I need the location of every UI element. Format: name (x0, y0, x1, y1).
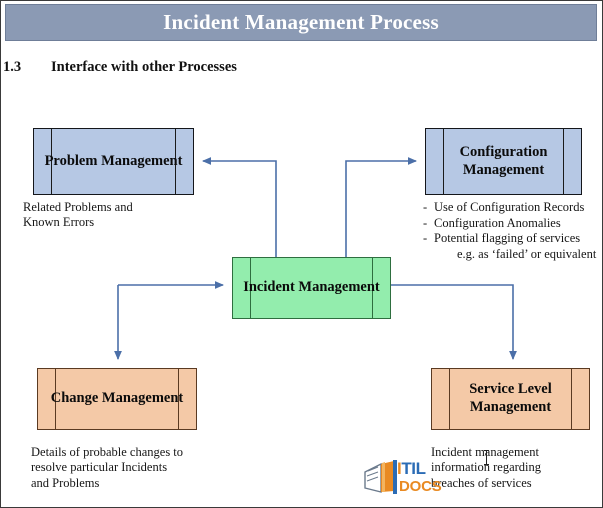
predefined-process-right-bar (175, 129, 176, 194)
process-box-incident-management[interactable]: Incident Management (232, 257, 391, 319)
caption-service-level-management: Incident management information regardin… (431, 445, 542, 490)
caption-problem-management: Related Problems and Known Errors (23, 200, 133, 230)
process-box-change-management[interactable]: Change Management (37, 368, 197, 430)
arrow-incident-to-configuration (345, 157, 417, 257)
bullet-text: Potential flagging of services (434, 231, 581, 246)
open-book-icon (364, 460, 397, 494)
process-box-configuration-management[interactable]: Configuration Management (425, 128, 582, 195)
section-number: 1.3 (3, 59, 22, 75)
page-title: Incident Management Process (163, 10, 439, 34)
predefined-process-right-bar (571, 369, 572, 429)
predefined-process-left-bar (51, 129, 52, 194)
page-header-bar: Incident Management Process (5, 4, 597, 41)
arrow-incident-to-problem (202, 157, 277, 257)
bullet-dash: - (423, 231, 428, 246)
arrow-incident-to-servicelevel (391, 284, 517, 360)
process-box-label: Configuration Management (459, 143, 548, 178)
process-box-problem-management[interactable]: Problem Management (33, 128, 194, 195)
section-heading: 1.3 Interface with other Processes (3, 59, 237, 79)
process-box-label: Change Management (50, 390, 184, 407)
predefined-process-left-bar (443, 129, 444, 194)
section-title: Interface with other Processes (51, 59, 237, 75)
caption-bullet: - Configuration Anomalies (423, 215, 602, 232)
caption-change-management: Details of probable changes to resolve p… (31, 445, 184, 490)
caption-bullet: - Potential flagging of services (423, 231, 602, 247)
logo-letter-i: I (397, 459, 402, 478)
bullet-dash: - (423, 215, 428, 230)
logo-wordmark-itil: ITIL (397, 460, 426, 477)
bullet-text: Configuration Anomalies (434, 215, 561, 230)
predefined-process-left-bar (250, 258, 251, 318)
predefined-process-left-bar (449, 369, 450, 429)
logo-wordmark-docs: DOCS (399, 478, 442, 495)
arrow-into-incident-and-change (114, 281, 224, 360)
logo-letters-til: TIL (401, 459, 426, 478)
bullet-continuation: e.g. as ‘failed’ or equivalent (457, 246, 597, 261)
itil-docs-logo: ITIL DOCS (361, 458, 442, 502)
predefined-process-left-bar (55, 369, 56, 429)
process-box-service-level-management[interactable]: Service Level Management (431, 368, 590, 430)
process-box-label: Incident Management (243, 279, 380, 296)
bullet-text: Use of Configuration Records (434, 200, 585, 214)
process-box-label: Service Level Management (469, 381, 552, 415)
caption-configuration-management: - Use of Configuration Records - Configu… (423, 200, 602, 263)
text-cursor-icon (484, 450, 489, 465)
process-box-label: Problem Management (44, 152, 183, 169)
predefined-process-right-bar (178, 369, 179, 429)
predefined-process-right-bar (563, 129, 564, 194)
caption-bullet: - Use of Configuration Records (423, 200, 602, 216)
bullet-dash: - (423, 200, 428, 214)
predefined-process-right-bar (372, 258, 373, 318)
